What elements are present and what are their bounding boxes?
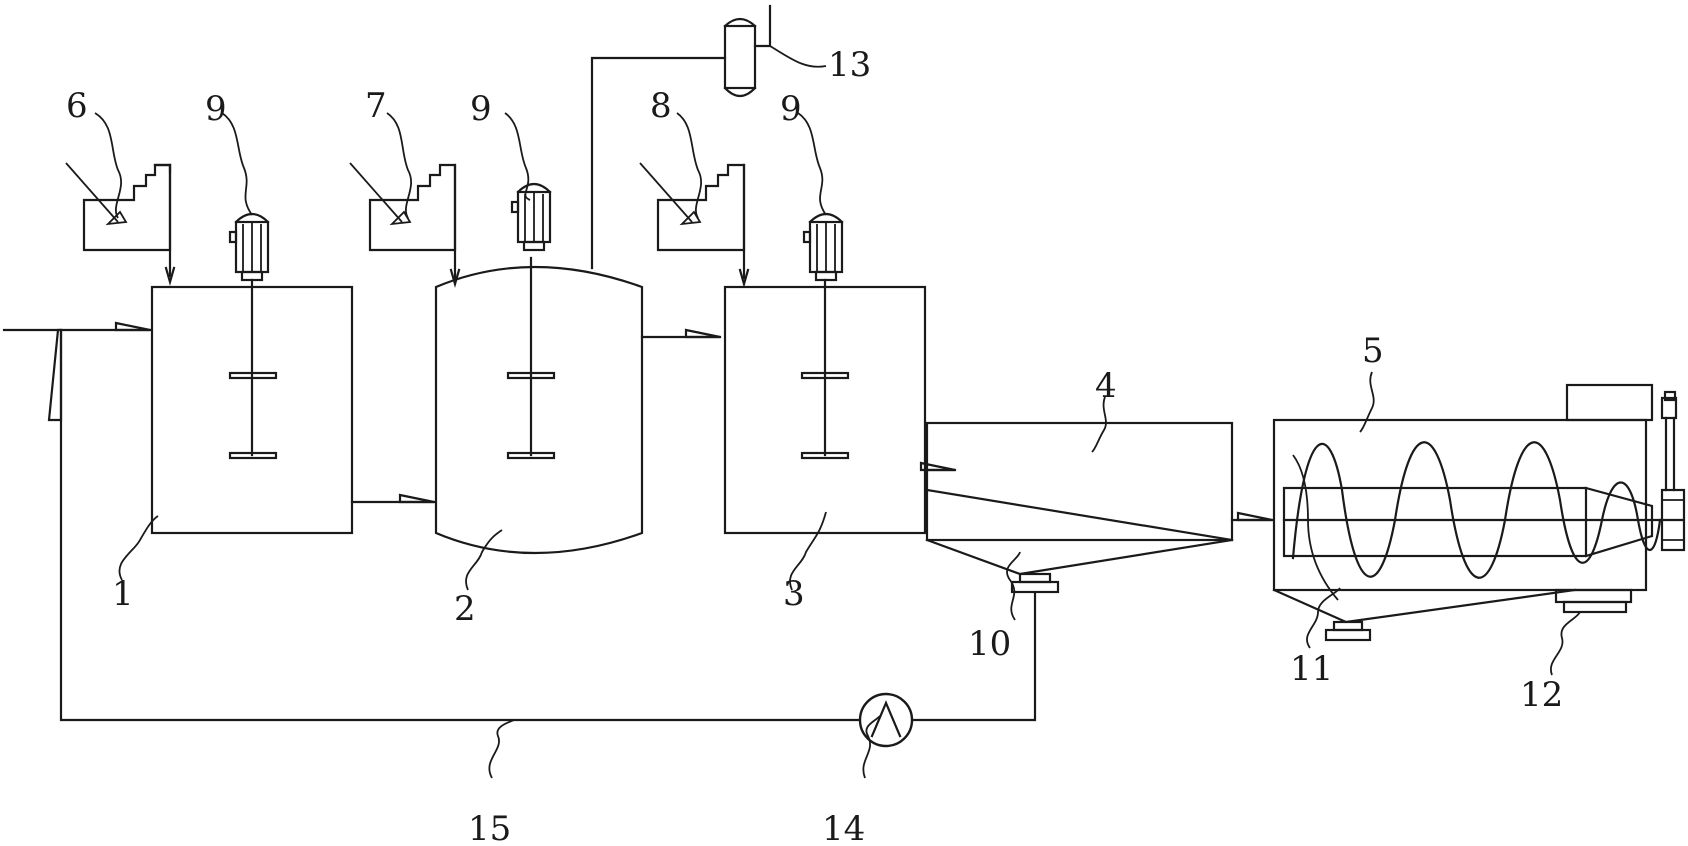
label-4: 4	[1095, 366, 1117, 406]
motor-icon	[228, 212, 270, 282]
label-3: 3	[783, 574, 805, 614]
tank-1	[150, 278, 354, 535]
pipe-3-4	[919, 461, 957, 472]
label-9a: 9	[205, 89, 227, 129]
pipe-2-3	[640, 328, 722, 339]
pump-icon	[858, 692, 914, 748]
dosing-box-8	[639, 162, 750, 289]
label-12: 12	[1520, 675, 1563, 715]
label-7: 7	[365, 86, 387, 126]
label-2: 2	[454, 589, 476, 629]
recycle-line	[47, 328, 1037, 722]
dosing-box-7	[349, 162, 461, 289]
label-15: 15	[468, 809, 511, 846]
pipe-4-5	[1230, 511, 1274, 522]
label-5: 5	[1362, 331, 1384, 371]
gas-pipe	[590, 56, 727, 270]
tank-2	[434, 256, 644, 555]
inlet-pipe	[2, 321, 152, 332]
separator-13	[723, 4, 772, 98]
label-1: 1	[112, 574, 134, 614]
label-13: 13	[828, 45, 871, 85]
pipe-1-2	[350, 493, 436, 504]
labels: 1 2 3 4 5 6 7 8 9 9 9 10 11 12 13 14 15	[66, 45, 1563, 846]
motor-icon	[802, 212, 844, 282]
label-9b: 9	[470, 89, 492, 129]
tank-3	[723, 278, 927, 535]
label-6: 6	[66, 86, 88, 126]
label-14: 14	[822, 809, 865, 846]
label-9c: 9	[780, 89, 802, 129]
settler-4	[925, 421, 1234, 594]
leader-lines	[94, 45, 1581, 779]
screw-conveyor-5	[1272, 383, 1686, 642]
dosing-box-6	[65, 162, 176, 287]
label-11: 11	[1290, 649, 1333, 689]
label-8: 8	[650, 86, 672, 126]
label-10: 10	[968, 624, 1011, 664]
motor-icon	[510, 182, 552, 252]
